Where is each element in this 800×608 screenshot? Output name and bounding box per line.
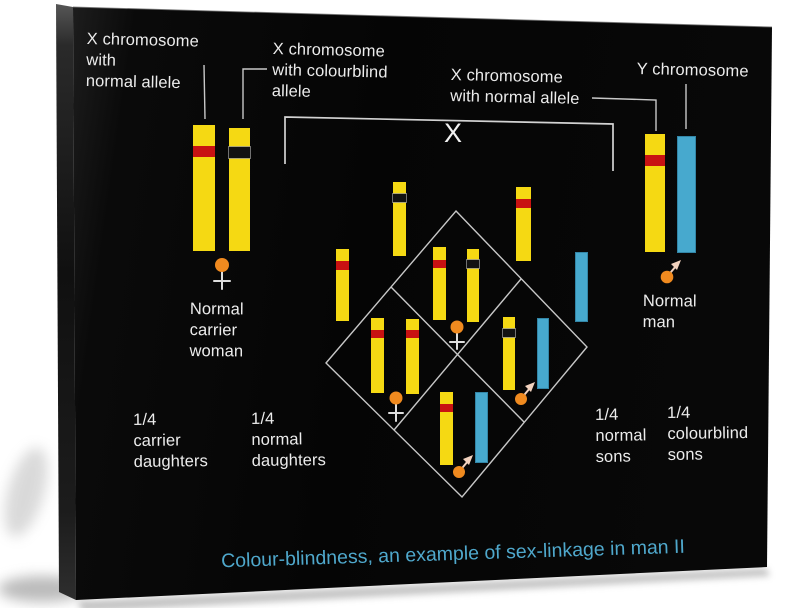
male-arrow-head <box>671 260 681 270</box>
male-symbol-colourblind-son <box>515 382 535 405</box>
female-symbol-mother <box>213 258 231 290</box>
label-colourblind-sons: 1/4 colourblind sons <box>667 403 749 464</box>
colourblind-allele-band <box>229 147 250 158</box>
male-circle <box>453 466 465 478</box>
canvas-top-highlight <box>72 6 773 28</box>
male-circle <box>515 393 527 405</box>
leader-line-x-colourblind <box>242 68 267 119</box>
colourblind-son-x-colourblind <box>503 317 515 390</box>
normal-son-x-normal <box>440 392 453 465</box>
label-carrier-daughters: 1/4 carrier daughters <box>133 410 209 471</box>
carrier-daughter-x-colourblind <box>467 249 479 322</box>
male-arrow-head <box>525 382 535 392</box>
normal-allele-band <box>336 261 349 270</box>
label-normal-carrier-woman: Normal carrier woman <box>189 299 244 361</box>
normal-allele-band <box>440 404 453 412</box>
label-y-chromosome: Y chromosome <box>636 59 749 81</box>
label-normal-sons: 1/4 normal sons <box>595 405 647 466</box>
egg-x-colourblind-gamete <box>393 182 406 256</box>
normal-allele-band <box>433 260 446 268</box>
leader-line-x-normal-left <box>203 64 206 120</box>
mother-x-normal-chromosome <box>193 125 215 251</box>
mother-x-colourblind-chromosome <box>229 128 250 251</box>
label-normal-man: Normal man <box>642 291 697 332</box>
female-symbol-normal-daughter <box>388 391 404 422</box>
canvas-side-edge <box>56 4 76 600</box>
normal-daughter-x-normal-a <box>371 318 384 393</box>
female-symbol-carrier-daughter <box>449 320 465 350</box>
male-circle <box>660 270 674 284</box>
wall-shadow-left <box>4 447 48 537</box>
carrier-daughter-x-normal <box>433 247 446 320</box>
father-x-normal-chromosome <box>645 134 665 252</box>
father-y-chromosome <box>677 136 696 253</box>
normal-allele-band <box>406 330 419 338</box>
label-x-chromosome-normal-left: X chromosome with normal allele <box>85 29 200 93</box>
cross-multiplication-sign: X <box>444 118 463 148</box>
normal-allele-band <box>516 199 531 208</box>
male-arrow-head <box>463 455 473 465</box>
diamond-grid-line-b <box>393 278 522 431</box>
normal-allele-band <box>371 330 384 338</box>
cross-bracket <box>284 116 614 171</box>
male-symbol-normal-son <box>453 455 473 478</box>
normal-allele-band <box>645 155 665 166</box>
female-circle <box>215 258 229 272</box>
label-x-chromosome-normal-right: X chromosome with normal allele <box>450 65 580 108</box>
male-symbol-father <box>660 260 681 284</box>
punnett-diamond <box>325 209 588 499</box>
sperm-y-gamete <box>575 252 588 322</box>
female-circle <box>389 391 403 405</box>
label-x-chromosome-colourblind: X chromosome with colourblind allele <box>271 39 388 101</box>
label-normal-daughters: 1/4 normal daughters <box>251 409 327 470</box>
colourblind-allele-band <box>467 260 479 268</box>
sperm-x-normal-gamete <box>516 187 531 261</box>
colourblind-allele-band <box>393 194 406 202</box>
colourblind-allele-band <box>503 329 515 337</box>
leader-line-x-normal-right <box>591 97 657 131</box>
egg-x-normal-gamete <box>336 249 349 321</box>
normal-daughter-x-normal-b <box>406 319 419 394</box>
female-circle <box>450 320 464 334</box>
colourblind-son-y <box>537 318 549 389</box>
normal-son-y <box>475 392 488 463</box>
floor-shadow-bottom <box>78 568 770 608</box>
normal-allele-band <box>193 146 215 157</box>
